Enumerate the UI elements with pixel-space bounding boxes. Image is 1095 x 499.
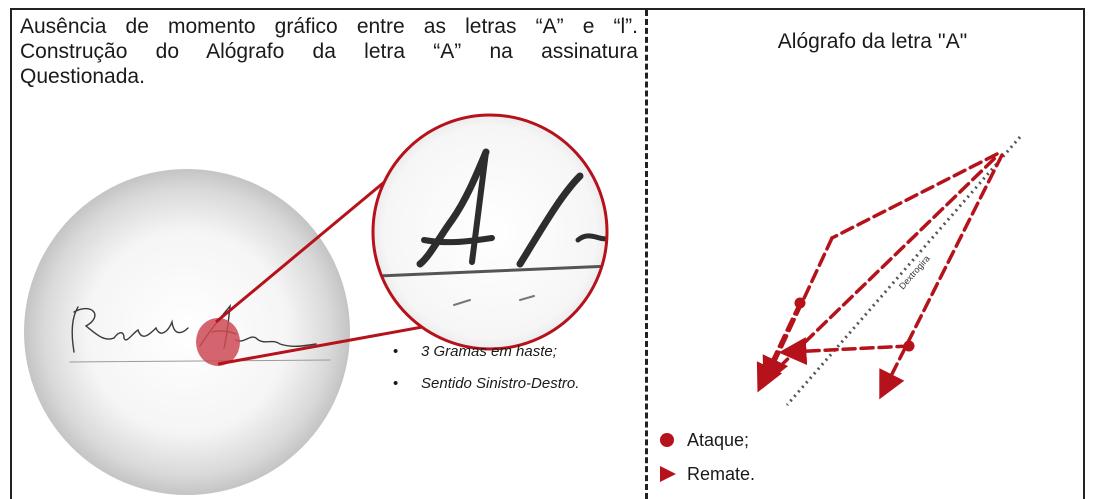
description-line-1: Ausência de momento gráfico entre as let… — [20, 15, 638, 38]
figure-frame — [10, 8, 1085, 499]
left-description: Ausência de momento gráfico entre as let… — [20, 14, 638, 89]
stroke-left-upper — [756, 301, 802, 393]
axis-label: Dextrogira — [897, 253, 932, 291]
circle-icon — [660, 433, 674, 447]
description-line-3: Questionada. — [20, 65, 145, 88]
stroke-down-right — [879, 153, 1004, 400]
allograph-title: Alógrafo da letra ''A" — [777, 30, 968, 53]
allograph-strokes — [756, 152, 1004, 400]
legend-item-finish: Remate. — [660, 457, 755, 491]
attack-point-2 — [903, 340, 915, 352]
legend-label-attack: Ataque; — [687, 429, 750, 450]
stroke-top-to-mid — [830, 152, 999, 240]
triangle-icon — [660, 466, 676, 482]
highlight-circle — [196, 318, 240, 366]
stroke-crossbar — [778, 337, 911, 366]
description-line-2: Construção do Alógrafo da letra “A” na a… — [20, 40, 638, 63]
note-item: Sentido Sinistro-Destro. — [393, 374, 579, 406]
legend: Ataque; Remate. — [660, 423, 755, 491]
legend-label-finish: Remate. — [687, 463, 756, 484]
legend-item-attack: Ataque; — [660, 423, 755, 457]
magnifier-sphere — [24, 169, 350, 495]
zoom-circle — [371, 113, 609, 351]
dashed-divider — [645, 10, 648, 499]
notes-list: 3 Gramas em haste; Sentido Sinistro-Dest… — [393, 342, 579, 406]
attack-point-1 — [794, 297, 806, 309]
dextrogyre-axis — [785, 136, 1022, 406]
note-item: 3 Gramas em haste; — [393, 342, 579, 374]
